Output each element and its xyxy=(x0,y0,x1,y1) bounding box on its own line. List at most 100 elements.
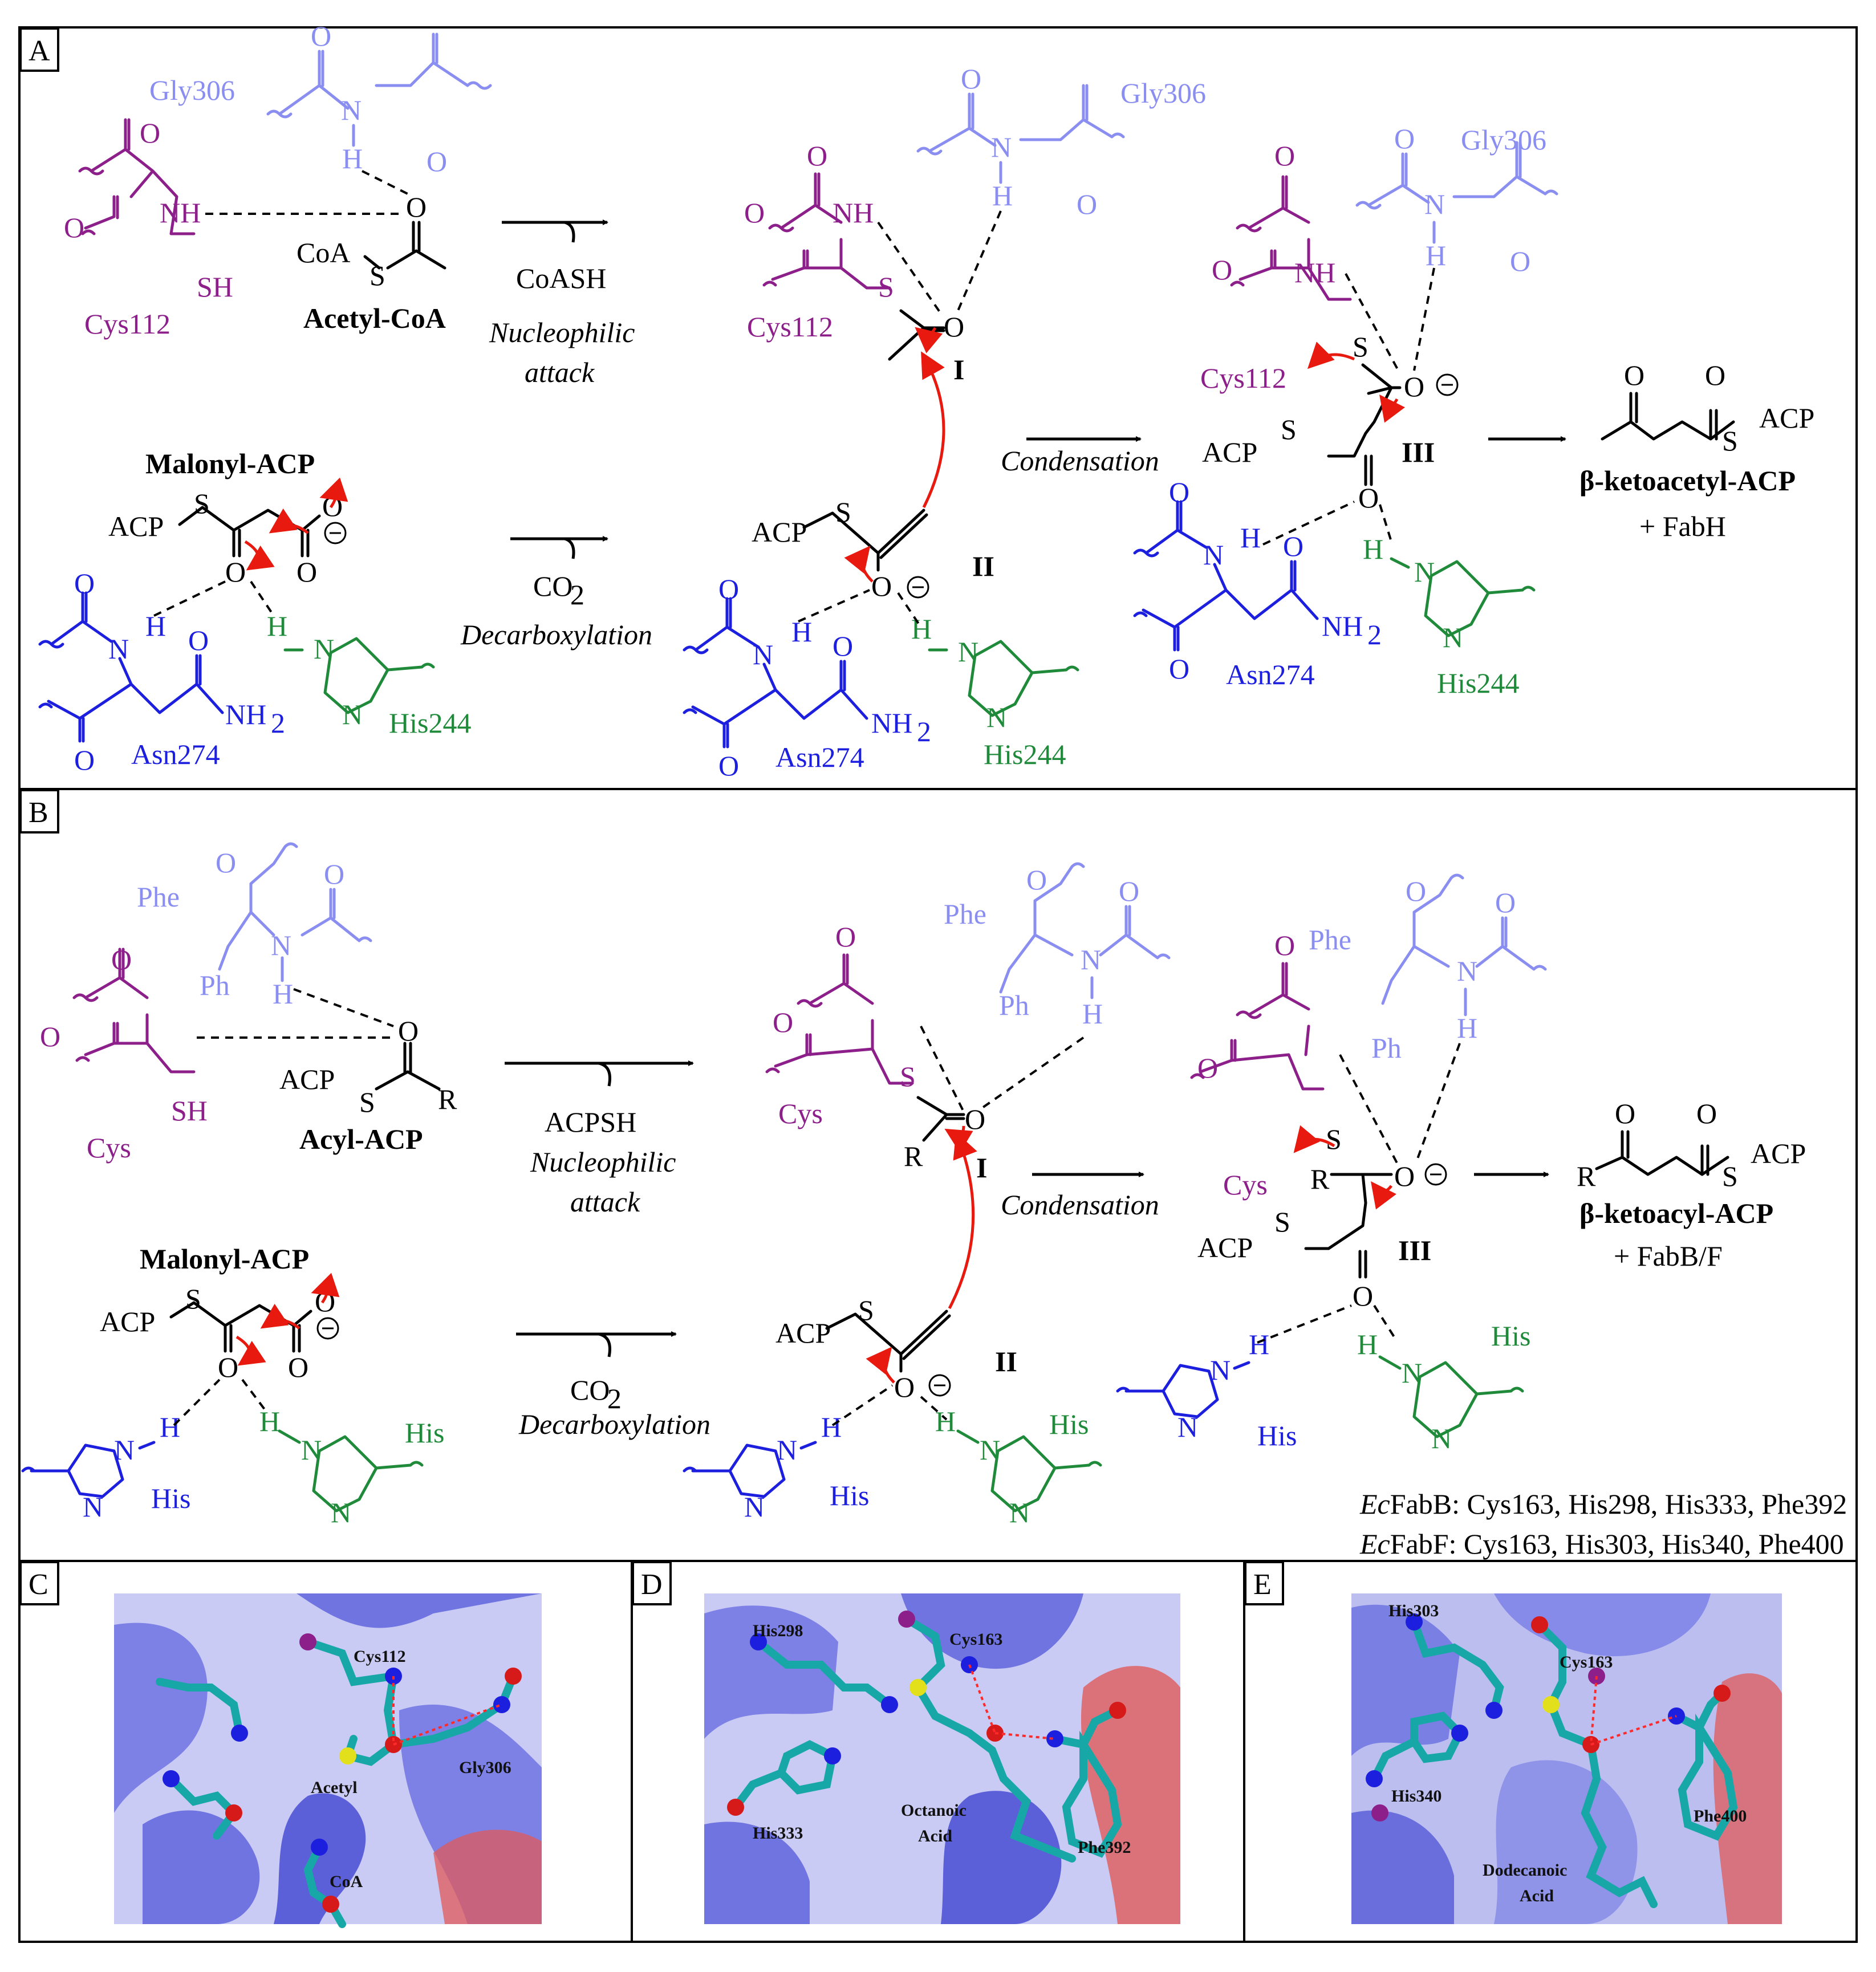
gly306-label-c: Gly306 xyxy=(459,1758,511,1777)
his-green-label-b3: His xyxy=(1491,1320,1530,1352)
svg-text:O: O xyxy=(1274,140,1295,172)
svg-text:N: N xyxy=(83,1491,103,1523)
svg-text:NH: NH xyxy=(1322,610,1363,642)
svg-text:O: O xyxy=(944,311,964,343)
svg-text:Nucleophilic: Nucleophilic xyxy=(530,1146,676,1178)
svg-text:CO: CO xyxy=(533,570,572,602)
phe392-label-d: Phe392 xyxy=(1078,1838,1131,1857)
panel-d-sticks xyxy=(732,1615,1122,1863)
cys112-label-a3: Cys112 xyxy=(1200,362,1286,394)
his244-label-a2: His244 xyxy=(984,738,1066,770)
svg-text:N: N xyxy=(753,639,773,670)
svg-text:O: O xyxy=(718,750,739,782)
svg-text:S: S xyxy=(369,259,385,291)
svg-text:+ FabH: + FabH xyxy=(1639,510,1726,542)
svg-text:N: N xyxy=(1203,539,1224,571)
panel-b-label: B xyxy=(29,796,48,829)
svg-text:O: O xyxy=(398,1015,419,1047)
svg-text:ACP: ACP xyxy=(1759,402,1814,434)
dodecanoic-acid-label-e: Dodecanoic xyxy=(1483,1861,1567,1880)
panel-e-label: E xyxy=(1253,1568,1272,1601)
asn274-label-a1: Asn274 xyxy=(131,738,220,770)
acetyl-label-c: Acetyl xyxy=(311,1778,358,1797)
svg-text:O: O xyxy=(1705,359,1725,391)
his244-label-a3: His244 xyxy=(1437,667,1519,699)
svg-text:H: H xyxy=(1426,239,1446,271)
panel-b-scheme: O O SH Cys O O N H Phe Ph O ACP S R Acyl… xyxy=(21,842,1847,1560)
phe-label-b3: Phe xyxy=(1309,924,1351,955)
svg-text:S: S xyxy=(194,487,210,519)
cys163-label-d: Cys163 xyxy=(949,1630,1002,1649)
svg-text:S: S xyxy=(1722,1160,1738,1192)
svg-text:O: O xyxy=(140,117,160,149)
panel-d-label: D xyxy=(641,1568,663,1601)
phe-label-b1: Phe xyxy=(137,881,180,913)
acyl-acp-label: Acyl-ACP xyxy=(299,1123,423,1155)
svg-text:N: N xyxy=(991,131,1012,163)
hbonds-a2 xyxy=(153,580,275,617)
svg-text:H: H xyxy=(267,610,287,642)
intermediate-2-b: ACP S O II N H N His H N N His xyxy=(683,1132,1102,1528)
his-blue-label-b3: His xyxy=(1257,1420,1297,1451)
product-a: O O S ACP β-ketoacetyl-ACP + FabH xyxy=(1579,359,1814,542)
svg-text:H: H xyxy=(1363,533,1383,565)
arrow-decarboxylation-a: CO 2 Decarboxylation xyxy=(460,536,652,650)
svg-text:N: N xyxy=(980,1434,1000,1466)
svg-text:O: O xyxy=(961,63,981,95)
svg-text:N: N xyxy=(1414,556,1435,588)
svg-text:S: S xyxy=(878,271,894,303)
svg-text:H: H xyxy=(342,143,363,174)
cys-label-b3: Cys xyxy=(1223,1169,1268,1201)
his-blue-residue-b1: N H N His xyxy=(21,1411,190,1523)
svg-text:O: O xyxy=(1394,123,1415,154)
cys-label-b2: Cys xyxy=(778,1097,823,1129)
svg-text:2: 2 xyxy=(570,579,584,611)
panel-d-structure: His298 Cys163 His333 Octanoic Acid Phe39… xyxy=(704,1593,1180,1924)
svg-text:O: O xyxy=(1615,1097,1635,1129)
svg-text:Ph: Ph xyxy=(999,989,1029,1021)
svg-text:N: N xyxy=(1424,188,1445,220)
svg-text:S: S xyxy=(835,496,851,528)
svg-text:H: H xyxy=(1082,998,1103,1030)
panel-labels: A B C D E xyxy=(19,27,1284,1605)
svg-text:O: O xyxy=(1404,371,1424,402)
svg-text:O: O xyxy=(311,20,331,52)
svg-text:2: 2 xyxy=(271,707,285,739)
svg-text:S: S xyxy=(1326,1123,1342,1155)
svg-text:S: S xyxy=(1281,413,1297,445)
intermediate-1-a: NH O O S Cys112 O I N H O O Gly306 xyxy=(744,63,1206,385)
svg-text:R: R xyxy=(1310,1163,1330,1195)
svg-text:CoASH: CoASH xyxy=(516,262,606,294)
residue-legend-b: EcFabB: Cys163, His298, His333, Phe392 E… xyxy=(1359,1488,1847,1560)
svg-text:ACP: ACP xyxy=(1197,1231,1253,1263)
his340-label-e: His340 xyxy=(1391,1787,1441,1806)
coa-label-c: CoA xyxy=(330,1872,363,1891)
his-blue-label-b2: His xyxy=(830,1479,869,1511)
svg-text:ACPSH: ACPSH xyxy=(545,1106,636,1138)
panel-d-atoms xyxy=(727,1611,1126,1816)
cys112-label-a2: Cys112 xyxy=(747,311,833,343)
svg-text:N: N xyxy=(1402,1357,1422,1389)
svg-text:ACP: ACP xyxy=(100,1306,155,1337)
svg-text:Nucleophilic: Nucleophilic xyxy=(489,316,635,348)
malonyl-acp-a: Malonyl-ACP ACP S O O O xyxy=(108,448,348,588)
cys-label-b1: Cys xyxy=(87,1132,131,1164)
svg-text:O: O xyxy=(1212,254,1232,286)
svg-text:Acid: Acid xyxy=(918,1827,952,1845)
svg-text:II: II xyxy=(972,550,994,582)
arrow-decarboxylation-b: CO 2 Decarboxylation xyxy=(516,1331,710,1440)
svg-text:ACP: ACP xyxy=(775,1317,831,1349)
svg-text:O: O xyxy=(1077,188,1097,220)
svg-text:N: N xyxy=(301,1434,322,1466)
malonyl-acp-label-b: Malonyl-ACP xyxy=(140,1243,309,1275)
ecfabb-residues: FabB: Cys163, His298, His333, Phe392 xyxy=(1390,1488,1847,1520)
svg-text:H: H xyxy=(160,1411,180,1443)
svg-text:O: O xyxy=(1510,245,1530,277)
svg-text:N: N xyxy=(108,633,129,665)
acyl-acp: O ACP S R Acyl-ACP xyxy=(279,1015,457,1155)
arrow-condensation-b: Condensation xyxy=(1001,1172,1159,1221)
svg-text:O: O xyxy=(1495,887,1516,918)
panel-e-atoms xyxy=(1366,1613,1731,1821)
svg-text:ACP: ACP xyxy=(752,516,807,548)
phe400-label-e: Phe400 xyxy=(1694,1807,1747,1825)
